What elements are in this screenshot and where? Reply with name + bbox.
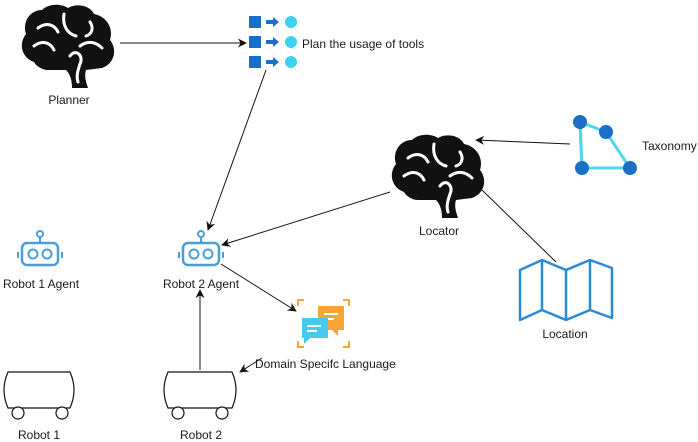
planner-label: Planner: [48, 93, 90, 107]
dsl-label: Domain Specifc Language: [255, 357, 396, 371]
edge-plan-robot2agent: [206, 69, 267, 231]
plan-tools-label: Plan the usage of tools: [302, 37, 425, 51]
edge-locator-location: [481, 189, 557, 263]
graph-triangle-icon: [573, 115, 637, 175]
brain-icon: [21, 4, 115, 89]
robot-head-icon: [178, 230, 224, 267]
brain-icon: [391, 134, 485, 218]
robot-cart-icon: [3, 371, 75, 420]
chat-bubbles-icon: [297, 299, 350, 348]
workflow-icon: [249, 16, 297, 68]
robot2-label: Robot 2: [179, 428, 223, 442]
robot2-agent-label: Robot 2 Agent: [162, 277, 240, 291]
map-icon: [518, 258, 614, 322]
edge-dsl-robot2: [239, 357, 263, 373]
edge-locator-robot2agent: [221, 191, 391, 247]
taxonomy-label: Taxonomy: [642, 139, 697, 153]
edge-robot2agent-dsl: [220, 263, 297, 312]
robot1-agent-label: Robot 1 Agent: [2, 277, 80, 291]
robot1-label: Robot 1: [17, 428, 61, 442]
robot-head-icon: [17, 230, 63, 267]
edge-taxonomy-locator: [475, 135, 571, 145]
edges: [120, 38, 571, 373]
location-label: Location: [542, 327, 588, 341]
locator-label: Locator: [418, 224, 460, 238]
robot-cart-icon: [163, 371, 237, 420]
